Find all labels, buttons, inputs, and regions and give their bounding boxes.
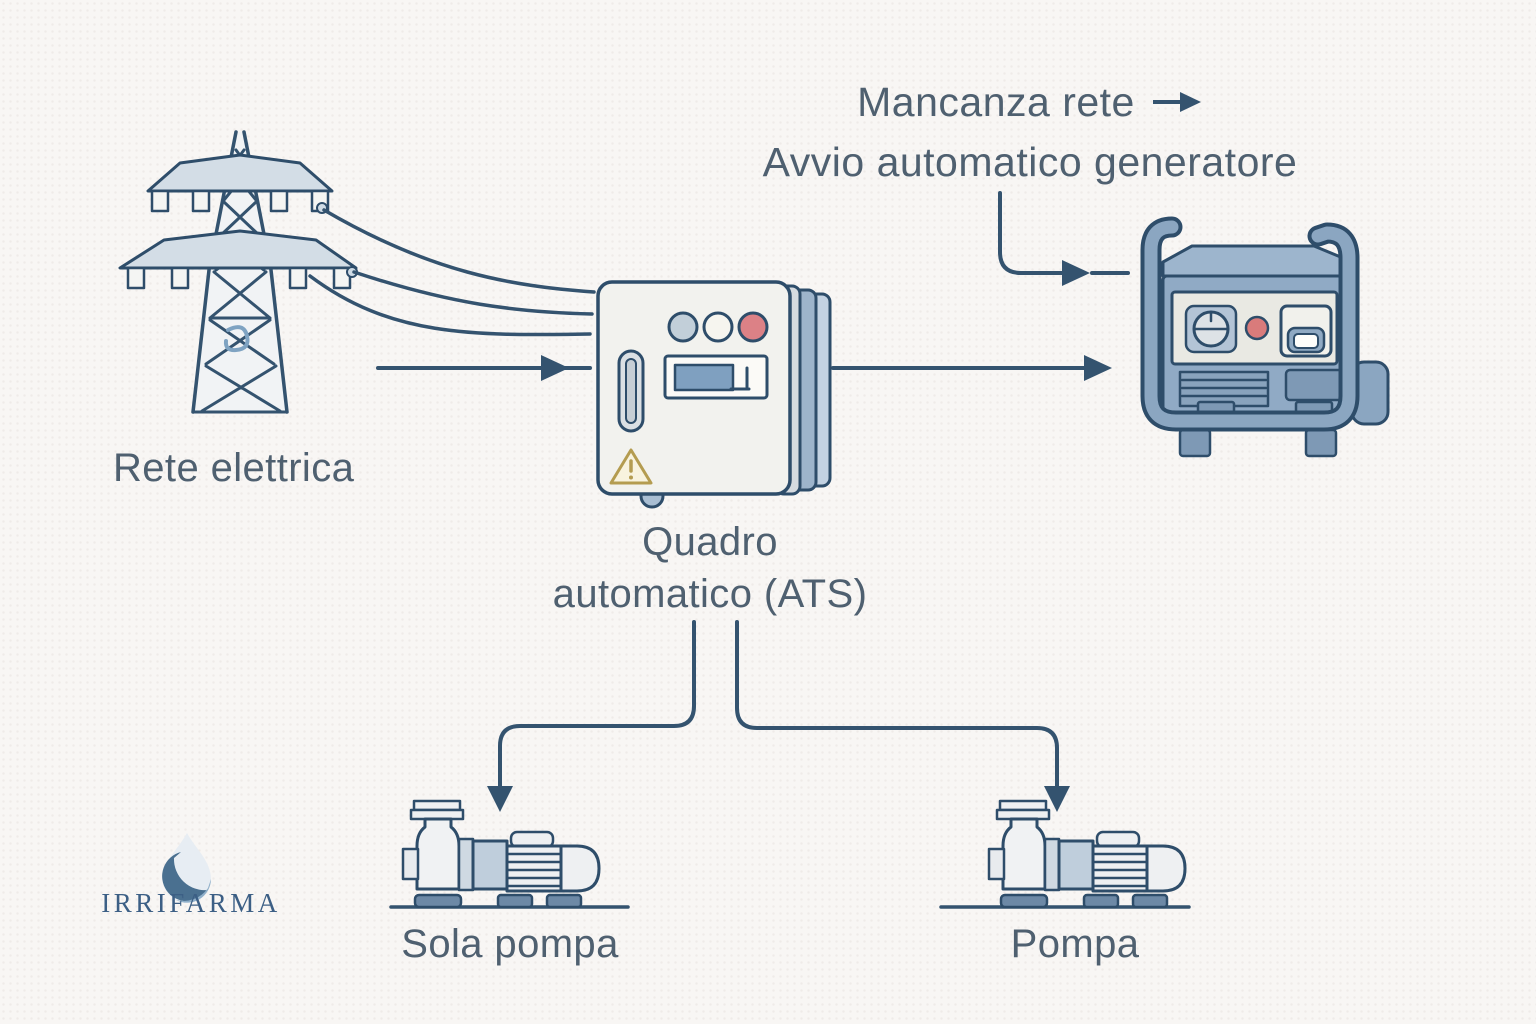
annotation-text: Mancanza rete Avvio automatico generator… (700, 72, 1360, 192)
grid-label: Rete elettrica (113, 446, 355, 490)
pump-icon (401, 799, 601, 909)
generator-outlet (1279, 304, 1333, 358)
generator-frame (1140, 216, 1360, 432)
mains-failure-arrow (998, 191, 1130, 286)
logo-text: IRRIFARMA (101, 888, 281, 918)
pump-right-label: Pompa (1010, 922, 1140, 966)
arrow-right-icon (1152, 92, 1201, 112)
generator-vents (1178, 370, 1270, 408)
irrifarma-logo: IRRIFARMA (96, 830, 286, 919)
ats-to-right-pump-arrow (735, 620, 1070, 812)
water-drop-icon (162, 833, 211, 903)
generator-dial (1184, 304, 1238, 354)
pump-icon (987, 799, 1187, 909)
ats-display (663, 354, 769, 400)
power-lines (308, 208, 596, 337)
ats-cabinet-icon (596, 280, 832, 509)
annotation-line2: Avvio automatico generatore (762, 139, 1298, 185)
warning-triangle-icon (609, 448, 653, 485)
indicator-lights (667, 311, 769, 343)
annotation-line1: Mancanza rete (857, 79, 1135, 125)
ats-handle (617, 349, 645, 433)
ats-label-line2: automatico (ATS) (552, 572, 868, 616)
ats-to-left-pump-arrow (487, 620, 696, 812)
generator-icon (1140, 216, 1390, 458)
power-pylon-icon (118, 130, 596, 414)
pump-left-label: Sola pompa (401, 922, 619, 966)
grid-to-ats-arrow (376, 355, 592, 381)
ats-to-generator-arrow (831, 355, 1112, 381)
generator-red-button (1244, 315, 1270, 341)
ats-label-line1: Quadro (642, 520, 778, 564)
ats-label: Quadro automatico (ATS) (545, 516, 875, 620)
